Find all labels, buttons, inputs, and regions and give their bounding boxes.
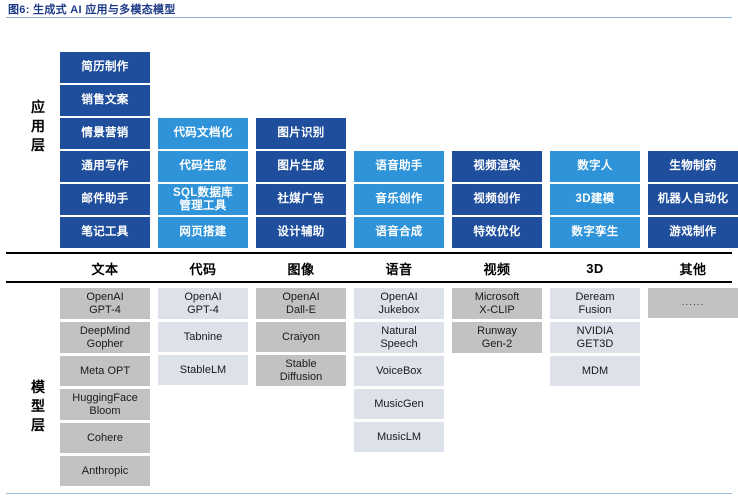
app-cell[interactable]: 代码生成: [158, 151, 248, 182]
app-cell[interactable]: 音乐创作: [354, 184, 444, 215]
category-header-6: 3D: [586, 260, 604, 276]
page-title: 图6: 生成式 AI 应用与多模态模型: [8, 4, 176, 16]
app-cell[interactable]: 设计辅助: [256, 217, 346, 248]
category-header-4: 语音: [385, 261, 413, 277]
model-cell[interactable]: ......: [648, 288, 738, 318]
model-cell[interactable]: VoiceBox: [354, 356, 444, 386]
model-layer-label: 模型层: [31, 379, 45, 433]
app-cell[interactable]: 机器人自动化: [648, 184, 738, 215]
app-cell[interactable]: 游戏制作: [648, 217, 738, 248]
model-cell[interactable]: Meta OPT: [60, 356, 150, 386]
header-bottom-divider: [6, 281, 732, 283]
app-cell[interactable]: 生物制药: [648, 151, 738, 182]
app-cell[interactable]: 社媒广告: [256, 184, 346, 215]
app-cell[interactable]: 销售文案: [60, 85, 150, 116]
category-header-5: 视频: [483, 261, 511, 277]
model-cell[interactable]: Anthropic: [60, 456, 150, 486]
app-cell[interactable]: 特效优化: [452, 217, 542, 248]
app-cell[interactable]: 语音助手: [354, 151, 444, 182]
app-column-其他: 生物制药机器人自动化游戏制作: [648, 151, 738, 248]
app-cell[interactable]: 笔记工具: [60, 217, 150, 248]
app-cell[interactable]: 代码文档化: [158, 118, 248, 149]
model-cell[interactable]: MDM: [550, 356, 640, 386]
app-cell[interactable]: 视频创作: [452, 184, 542, 215]
figure-title-bar: 图6: 生成式 AI 应用与多模态模型: [0, 0, 738, 22]
model-cell[interactable]: Craiyon: [256, 322, 346, 352]
app-cell[interactable]: 数字人: [550, 151, 640, 182]
category-header-row: 文本 代码 图像 语音 视频 3D 其他: [0, 256, 738, 280]
application-layer-label: 应用层: [31, 99, 45, 153]
app-cell[interactable]: 通用写作: [60, 151, 150, 182]
app-cell[interactable]: 情景营销: [60, 118, 150, 149]
model-cell[interactable]: MusicLM: [354, 422, 444, 452]
app-cell[interactable]: 数字孪生: [550, 217, 640, 248]
title-divider: [6, 17, 732, 18]
header-top-divider: [6, 252, 732, 254]
footer-divider: [6, 493, 732, 494]
app-column-文本: 简历制作销售文案情景营销通用写作邮件助手笔记工具: [60, 52, 150, 248]
app-cell[interactable]: SQL数据库管理工具: [158, 184, 248, 215]
app-cell[interactable]: 简历制作: [60, 52, 150, 83]
model-cell[interactable]: StableLM: [158, 355, 248, 385]
app-column-语音: 语音助手音乐创作语音合成: [354, 151, 444, 248]
app-cell[interactable]: 邮件助手: [60, 184, 150, 215]
model-column-其他: ......: [648, 288, 738, 318]
category-header-2: 代码: [189, 261, 217, 277]
app-column-图像: 图片识别图片生成社媒广告设计辅助: [256, 118, 346, 248]
app-column-视频: 视频渲染视频创作特效优化: [452, 151, 542, 248]
category-header-3: 图像: [287, 261, 315, 277]
model-cell[interactable]: MusicGen: [354, 389, 444, 419]
app-cell[interactable]: 语音合成: [354, 217, 444, 248]
model-cell[interactable]: Cohere: [60, 423, 150, 453]
model-cell[interactable]: Tabnine: [158, 322, 248, 352]
app-cell[interactable]: 图片生成: [256, 151, 346, 182]
category-header-1: 文本: [91, 261, 119, 277]
app-cell[interactable]: 3D建模: [550, 184, 640, 215]
category-header-7: 其他: [679, 261, 707, 277]
app-cell[interactable]: 视频渲染: [452, 151, 542, 182]
app-cell[interactable]: 网页搭建: [158, 217, 248, 248]
app-cell[interactable]: 图片识别: [256, 118, 346, 149]
